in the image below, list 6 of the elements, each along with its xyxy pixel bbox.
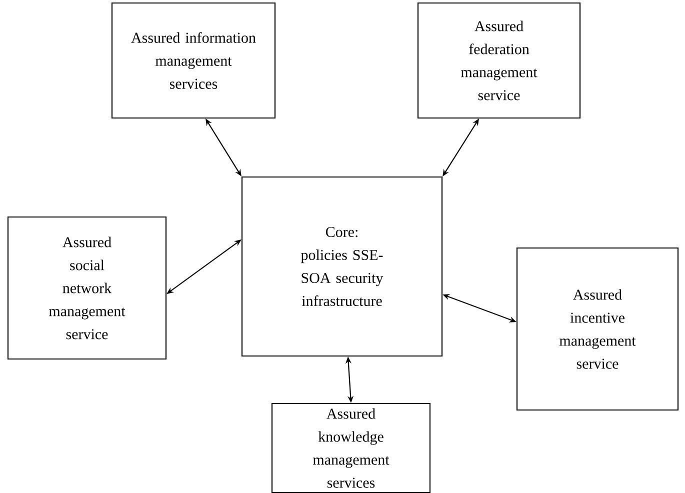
service-box: Assured knowledge management services — [271, 402, 431, 493]
service-box: Assured information management services — [111, 2, 276, 119]
service-box: Assured federation management service — [417, 2, 581, 119]
service-box: Assured incentive management service — [516, 247, 679, 411]
service-box: Core: policies SSE-SOA security infrastructure — [241, 176, 443, 357]
service-box: Assured social network management service — [7, 216, 167, 360]
